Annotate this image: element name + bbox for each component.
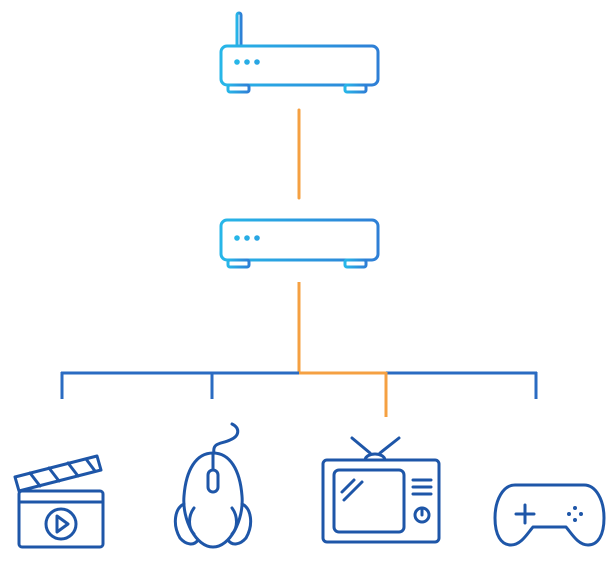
retro-tv-icon [321,436,441,544]
connections [60,108,538,417]
router-with-antenna-icon [219,11,380,94]
gamepad-icon [493,483,606,547]
clapperboard-play-icon [13,454,105,549]
modem-icon [219,218,380,269]
gaming-mouse-icon [173,422,253,549]
